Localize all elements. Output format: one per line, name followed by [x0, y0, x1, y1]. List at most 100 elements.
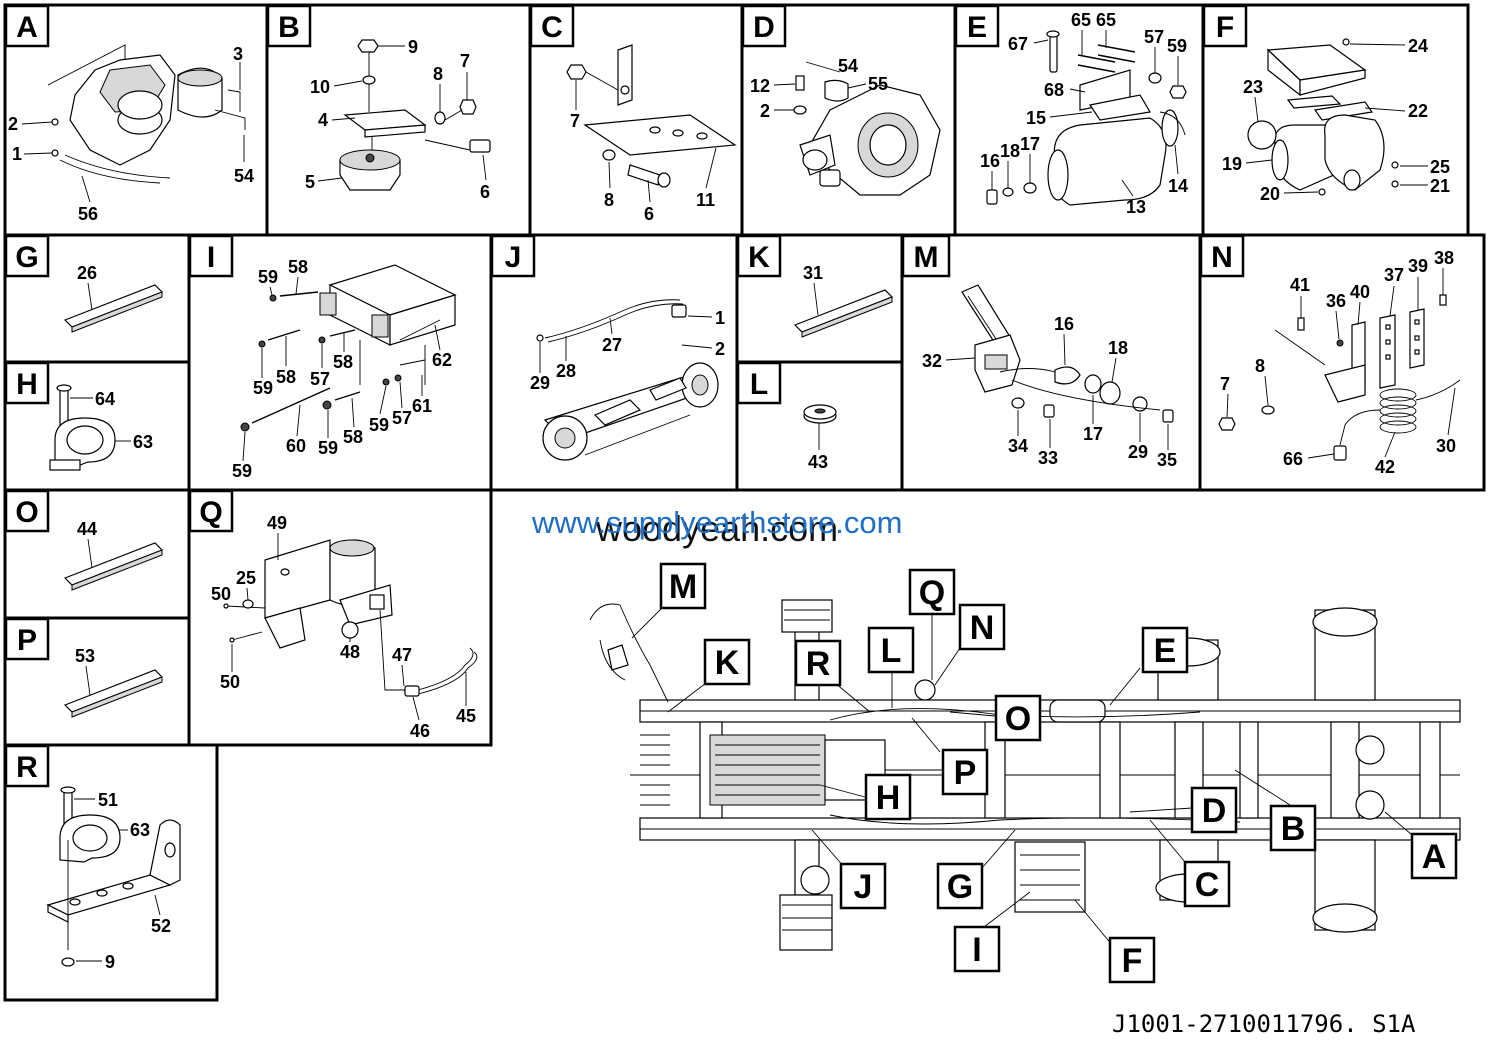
- svg-text:28: 28: [556, 361, 576, 381]
- callout-R: R: [794, 639, 842, 687]
- svg-text:12: 12: [750, 76, 770, 96]
- panel-letter-H: H: [4, 361, 50, 405]
- svg-text:65: 65: [1071, 10, 1091, 30]
- panel-d-artwork: [793, 61, 941, 196]
- svg-text:7: 7: [460, 51, 470, 71]
- panel-i-labels: 59 58 62 58 59 58 57 59 60 59 58 59 57 6…: [232, 257, 452, 481]
- panel-n-labels: 41 36 40 37 39 38 8 7 66 42 30: [1220, 248, 1456, 477]
- svg-text:M: M: [914, 241, 939, 274]
- svg-text:8: 8: [604, 190, 614, 210]
- svg-text:9: 9: [408, 37, 418, 57]
- svg-text:20: 20: [1260, 184, 1280, 204]
- panel-letter-I: I: [188, 234, 234, 278]
- svg-text:E: E: [1154, 632, 1177, 670]
- svg-text:42: 42: [1375, 457, 1395, 477]
- panel-l-artwork: 43: [803, 404, 837, 472]
- panel-b-labels: 9 10 8 7 4 5 6: [305, 37, 490, 202]
- svg-text:9: 9: [105, 952, 115, 972]
- svg-text:R: R: [16, 751, 38, 784]
- svg-text:K: K: [748, 241, 770, 274]
- panel-letter-C: C: [529, 4, 575, 48]
- svg-text:15: 15: [1026, 108, 1046, 128]
- svg-text:59: 59: [369, 415, 389, 435]
- svg-text:25: 25: [236, 568, 256, 588]
- svg-text:C: C: [1195, 866, 1220, 904]
- svg-text:A: A: [16, 11, 38, 44]
- svg-text:13: 13: [1126, 197, 1146, 217]
- panel-j-artwork: [536, 299, 719, 461]
- panel-h-artwork: 64 63: [49, 384, 153, 471]
- svg-text:52: 52: [151, 916, 171, 936]
- svg-text:2: 2: [715, 339, 725, 359]
- panel-e-artwork: [986, 30, 1187, 206]
- svg-text:41: 41: [1290, 275, 1310, 295]
- svg-text:51: 51: [98, 790, 118, 810]
- svg-text:21: 21: [1430, 176, 1450, 196]
- svg-text:39: 39: [1408, 256, 1428, 276]
- callout-K: K: [703, 638, 751, 686]
- panel-letter-N: N: [1199, 234, 1245, 278]
- svg-text:4: 4: [318, 110, 328, 130]
- svg-text:68: 68: [1044, 80, 1064, 100]
- svg-text:58: 58: [276, 367, 296, 387]
- callout-M: M: [659, 562, 707, 610]
- svg-text:R: R: [806, 645, 831, 683]
- callout-H: H: [864, 773, 912, 821]
- svg-text:Q: Q: [919, 574, 945, 612]
- callout-E: E: [1141, 626, 1189, 674]
- svg-text:33: 33: [1038, 448, 1058, 468]
- svg-text:32: 32: [922, 351, 942, 371]
- svg-text:25: 25: [1430, 157, 1450, 177]
- svg-text:1: 1: [715, 308, 725, 328]
- svg-text:7: 7: [1220, 374, 1230, 394]
- panel-letter-K: K: [736, 234, 782, 278]
- svg-text:45: 45: [456, 706, 476, 726]
- svg-text:A: A: [1422, 838, 1447, 876]
- callout-J: J: [839, 862, 887, 910]
- callout-leaders: [631, 604, 1419, 946]
- panel-j-labels: 1 2 27 29 28: [530, 308, 725, 393]
- svg-text:65: 65: [1096, 10, 1116, 30]
- svg-text:31: 31: [803, 263, 823, 283]
- panel-e-labels: 67 65 65 57 59 68 15 16 18 17 13 14: [980, 10, 1188, 217]
- svg-text:61: 61: [412, 396, 432, 416]
- svg-text:22: 22: [1408, 101, 1428, 121]
- callout-F: F: [1108, 936, 1156, 984]
- svg-text:10: 10: [310, 77, 330, 97]
- panel-q-labels: 49 25 50 48 50 47 46 45: [211, 513, 476, 741]
- panel-p-artwork: 53: [63, 646, 164, 718]
- svg-text:36: 36: [1326, 291, 1346, 311]
- svg-text:60: 60: [286, 436, 306, 456]
- svg-text:59: 59: [253, 378, 273, 398]
- svg-text:44: 44: [77, 519, 97, 539]
- svg-text:58: 58: [288, 257, 308, 277]
- panel-f-labels: 24 23 22 19 25 21 20: [1222, 36, 1450, 204]
- svg-text:46: 46: [410, 721, 430, 741]
- svg-text:2: 2: [8, 114, 18, 134]
- panel-m-artwork: [961, 284, 1174, 423]
- svg-text:16: 16: [980, 151, 1000, 171]
- svg-text:P: P: [17, 624, 37, 657]
- svg-text:62: 62: [432, 350, 452, 370]
- panel-letter-A: A: [4, 4, 50, 48]
- svg-text:27: 27: [602, 335, 622, 355]
- svg-text:58: 58: [343, 427, 363, 447]
- svg-text:F: F: [1216, 11, 1234, 44]
- svg-text:54: 54: [234, 166, 254, 186]
- svg-text:63: 63: [133, 432, 153, 452]
- svg-text:24: 24: [1408, 36, 1428, 56]
- svg-text:N: N: [1211, 241, 1233, 274]
- svg-text:K: K: [715, 644, 740, 682]
- svg-text:56: 56: [78, 204, 98, 224]
- svg-text:29: 29: [1128, 442, 1148, 462]
- svg-text:43: 43: [808, 452, 828, 472]
- watermark-primary: www.supplyearthstore.com: [531, 505, 902, 540]
- svg-text:57: 57: [392, 408, 412, 428]
- panel-q-artwork: [223, 539, 478, 697]
- svg-text:57: 57: [310, 369, 330, 389]
- svg-text:67: 67: [1008, 34, 1028, 54]
- panel-d-labels: 54 12 55 2: [750, 56, 888, 121]
- svg-text:B: B: [278, 11, 300, 44]
- callout-Q: Q: [908, 568, 956, 616]
